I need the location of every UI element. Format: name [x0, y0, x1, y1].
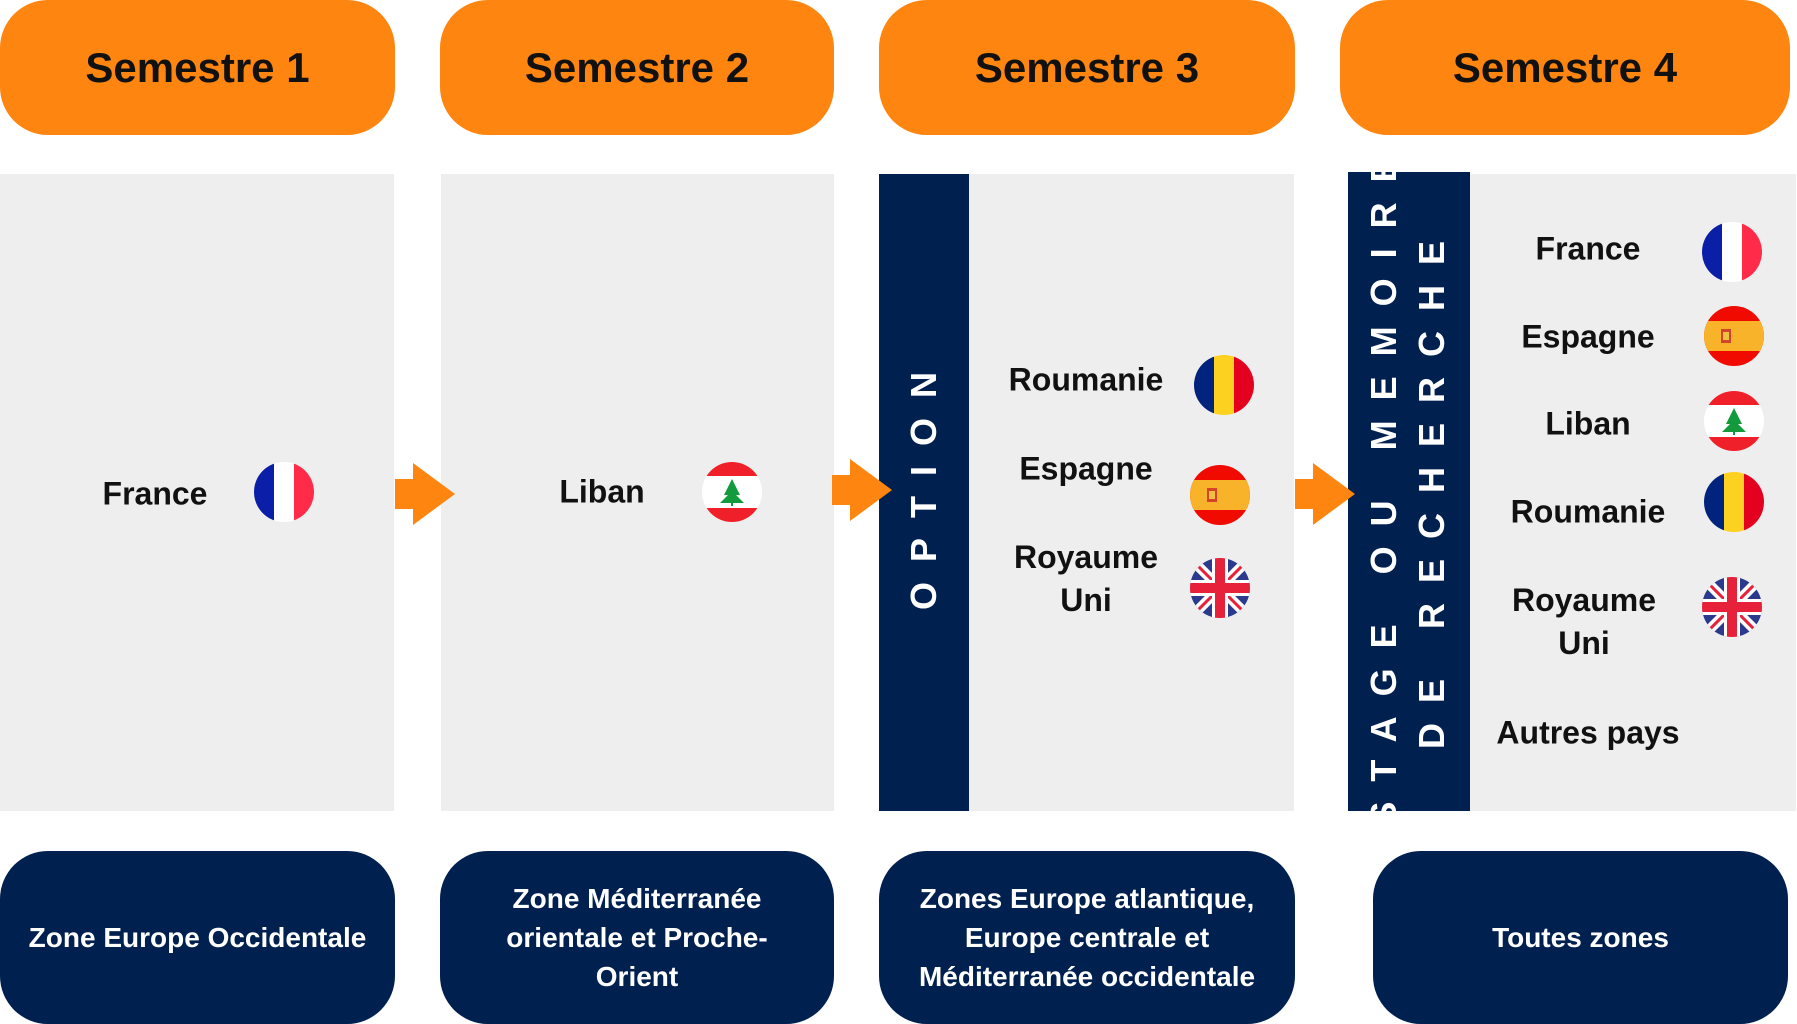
spain-flag-icon	[1190, 465, 1250, 525]
country-label: Roumanie	[1008, 361, 1164, 398]
semester-2-panel	[441, 174, 834, 811]
internship-band	[1348, 172, 1470, 811]
country-label: France	[1535, 230, 1641, 267]
romania-flag-icon	[1194, 355, 1254, 415]
semester-1-panel	[0, 174, 394, 811]
france-flag-icon	[254, 462, 314, 522]
country-label: Espagne	[1019, 450, 1153, 487]
france-flag-icon	[1702, 222, 1762, 282]
option-label: OPTION	[903, 351, 944, 611]
internship-label-line2: DE RECHERCHE	[1411, 220, 1452, 750]
arrow-right-icon	[395, 463, 455, 525]
semester-1-zone: Zone Europe Occidentale	[0, 851, 395, 1024]
semester-1-header: Semestre 1	[0, 0, 395, 135]
country-label: Liban	[1545, 405, 1631, 442]
semester-3-zone: Zones Europe atlantique, Europe centrale…	[879, 851, 1295, 1024]
arrow-right-icon	[832, 459, 892, 521]
arrow-right-icon	[1295, 463, 1355, 525]
country-label: Liban	[559, 473, 645, 510]
country-label: Royaume Uni	[1013, 539, 1159, 618]
semester-3-header: Semestre 3	[879, 0, 1295, 135]
uk-flag-icon	[1190, 558, 1250, 618]
option-band	[879, 174, 969, 811]
internship-label-line1: STAGE OU MEMOIRE	[1363, 138, 1404, 826]
spain-flag-icon	[1704, 306, 1764, 366]
country-label: Royaume Uni	[1511, 582, 1657, 661]
uk-flag-icon	[1702, 577, 1762, 637]
other-countries-label: Autres pays	[1496, 714, 1680, 751]
country-label: Roumanie	[1510, 493, 1666, 530]
semester-2-zone: Zone Méditerranée orientale et Proche-Or…	[440, 851, 834, 1024]
country-label: France	[102, 475, 208, 512]
romania-flag-icon	[1704, 472, 1764, 532]
semester-2-header: Semestre 2	[440, 0, 834, 135]
lebanon-flag-icon	[702, 462, 762, 522]
semester-4-zone: Toutes zones	[1373, 851, 1788, 1024]
country-label: Espagne	[1521, 318, 1655, 355]
semester-4-header: Semestre 4	[1340, 0, 1790, 135]
lebanon-flag-icon	[1704, 391, 1764, 451]
